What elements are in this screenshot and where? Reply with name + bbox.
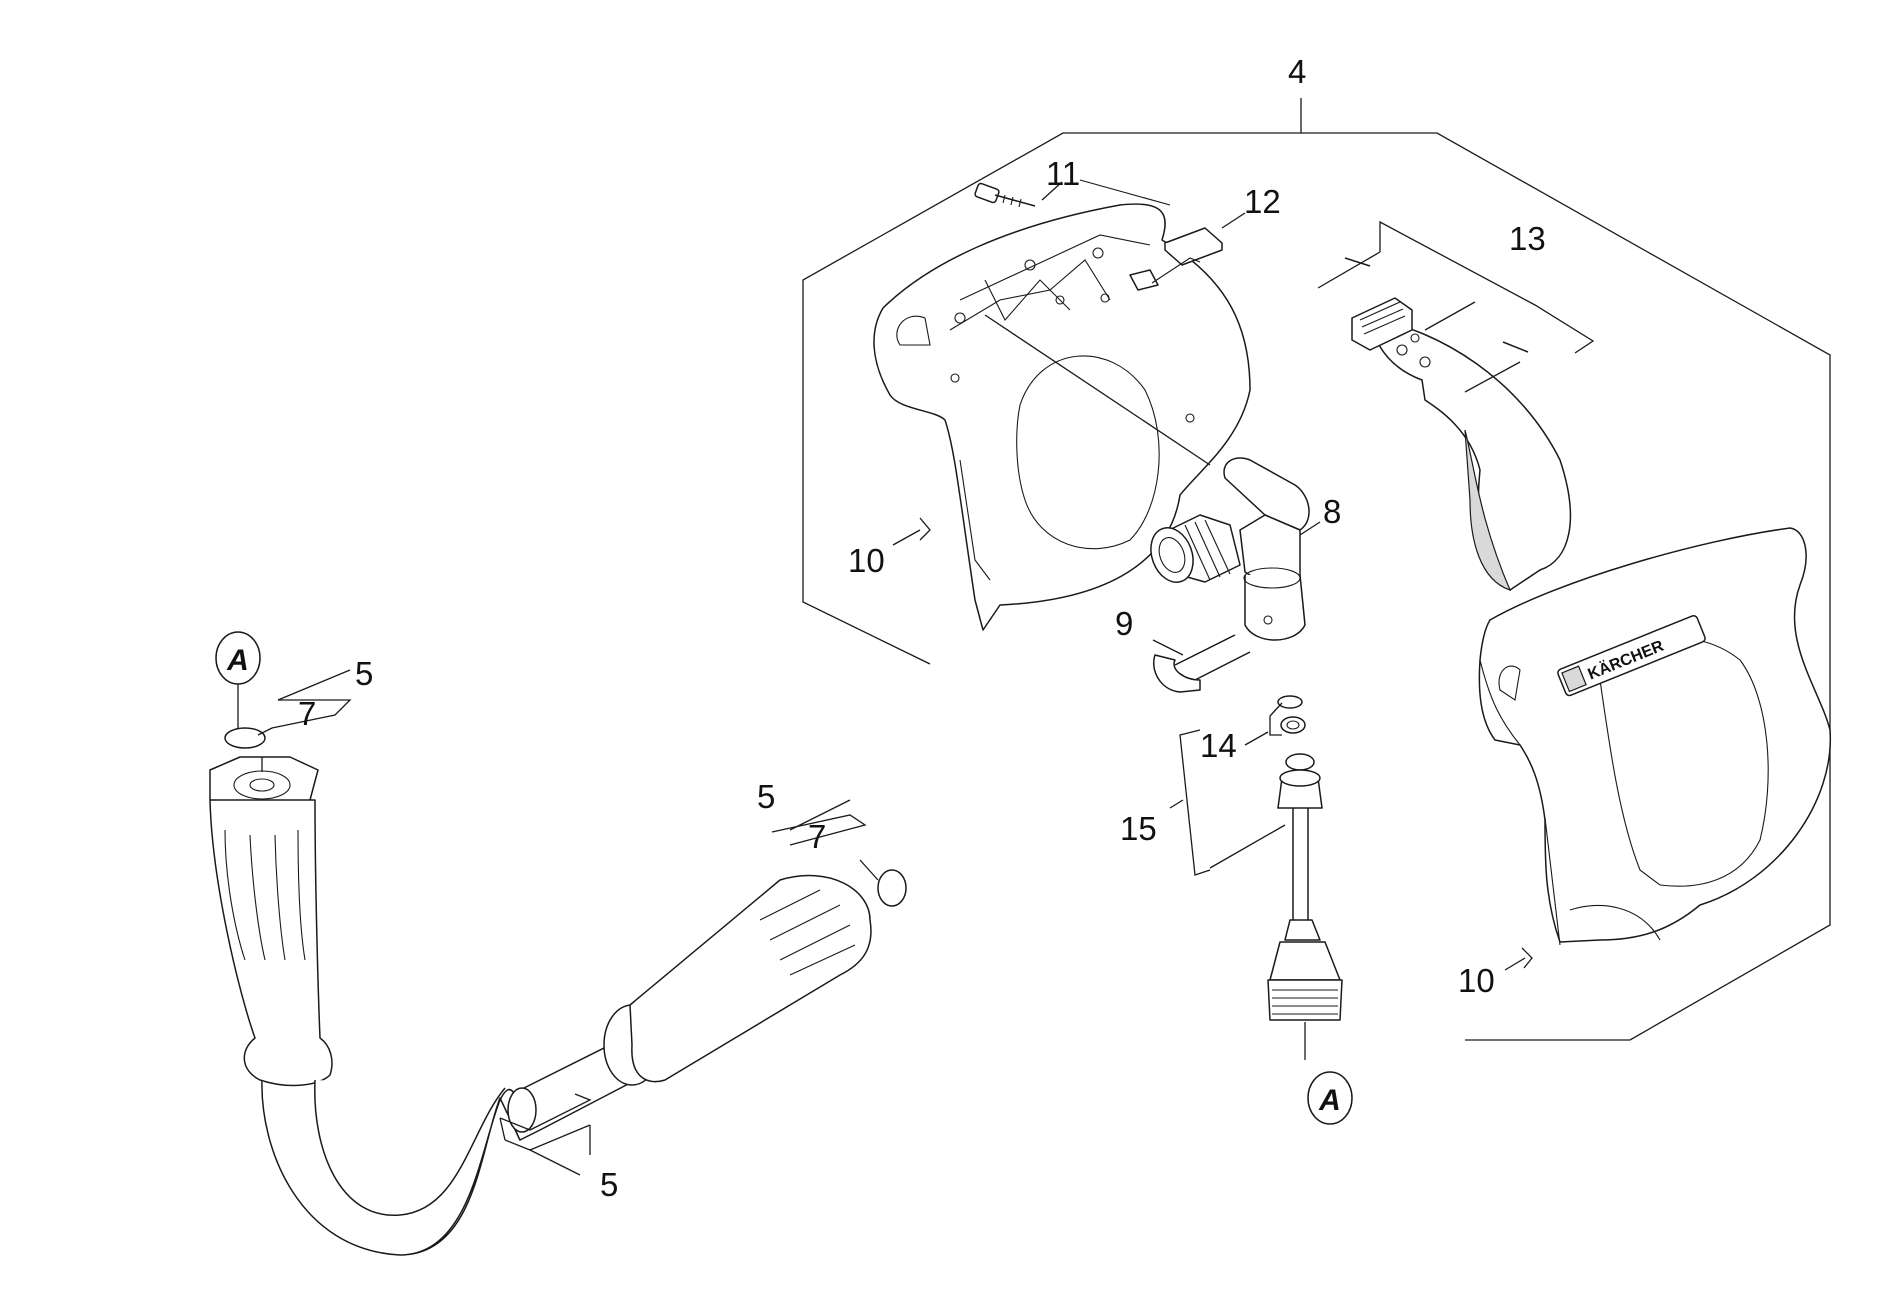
callout-5-top: 5: [355, 655, 373, 692]
left-housing-half: [873, 179, 1251, 631]
callout-7-left: 7: [298, 695, 316, 732]
svg-text:A: A: [1318, 1084, 1341, 1117]
hose-5: [209, 669, 907, 1256]
leader-10-right: [1504, 957, 1526, 971]
screw-11: [974, 181, 1063, 208]
valve-15: [1169, 729, 1343, 1060]
callout-9: 9: [1115, 605, 1133, 642]
leader-10-right-tick: [1521, 947, 1533, 969]
callout-15: 15: [1120, 810, 1157, 847]
callout-10-left: 10: [848, 542, 885, 579]
callout-8: 8: [1323, 493, 1341, 530]
assembly-outline-4: [802, 98, 1831, 1041]
pin-9: [1152, 634, 1251, 693]
elbow-fitting-8: [1150, 457, 1321, 641]
callout-14: 14: [1200, 727, 1237, 764]
leader-10-left: [892, 529, 921, 546]
reference-marker-valve: A: [1307, 1071, 1353, 1125]
right-housing-half: KÄRCHER: [1478, 527, 1831, 946]
leader-10-left-tick: [919, 517, 931, 541]
callout-11: 11: [1046, 155, 1080, 192]
o-ring-14: [1244, 695, 1306, 746]
svg-text:A: A: [226, 644, 249, 677]
trigger-13: [1317, 220, 1595, 591]
callout-7-right: 7: [808, 818, 826, 855]
lock-button-12: [1129, 212, 1246, 291]
callout-5-mid: 5: [757, 778, 775, 815]
reference-marker-hose: A: [215, 631, 261, 735]
callout-12: 12: [1244, 183, 1281, 220]
callout-5-bottom: 5: [600, 1166, 618, 1203]
callout-10-right: 10: [1458, 962, 1495, 999]
callout-13: 13: [1509, 220, 1546, 257]
callout-4: 4: [1288, 53, 1306, 90]
